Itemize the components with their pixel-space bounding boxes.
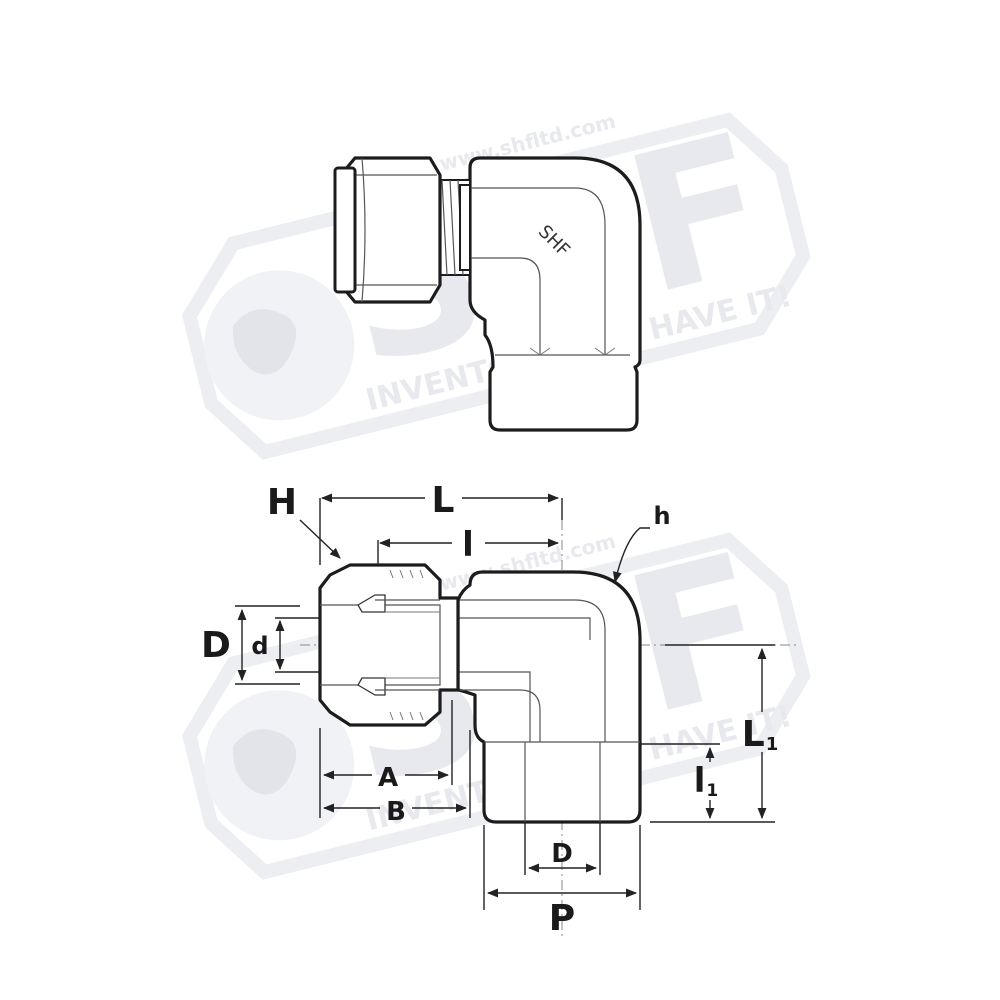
top-end-cap [333, 166, 357, 294]
dim-D-bottom-label: D [551, 839, 573, 869]
dim-l1-label: l1 [694, 761, 719, 801]
dim-L1-sub: 1 [766, 734, 779, 755]
dim-d-label: d [251, 632, 268, 660]
dim-l-label: l [462, 525, 474, 565]
bottom-view-fitting: L l H h D d L1 l1 [201, 480, 800, 940]
dim-L-label: L [432, 480, 455, 521]
dim-H-label: H [267, 482, 297, 523]
dim-l1-sub: 1 [706, 781, 718, 801]
dim-L1-main: L [742, 714, 765, 755]
top-view-fitting: SHF [333, 156, 642, 432]
dim-A-label: A [378, 763, 398, 793]
dim-P-label: P [549, 898, 575, 939]
dim-L1-label: L1 [742, 714, 778, 755]
dim-h-label: h [653, 502, 670, 530]
top-thread [436, 179, 471, 276]
top-hex-nut [343, 156, 442, 304]
top-elbow-body [468, 156, 642, 432]
ferrule-set [357, 594, 440, 696]
bottom-elbow-body [456, 570, 642, 824]
dim-B-label: B [386, 797, 406, 827]
bottom-hex-nut [318, 563, 460, 727]
dim-D-left-label: D [201, 625, 231, 666]
dim-l1-main: l [694, 761, 706, 801]
